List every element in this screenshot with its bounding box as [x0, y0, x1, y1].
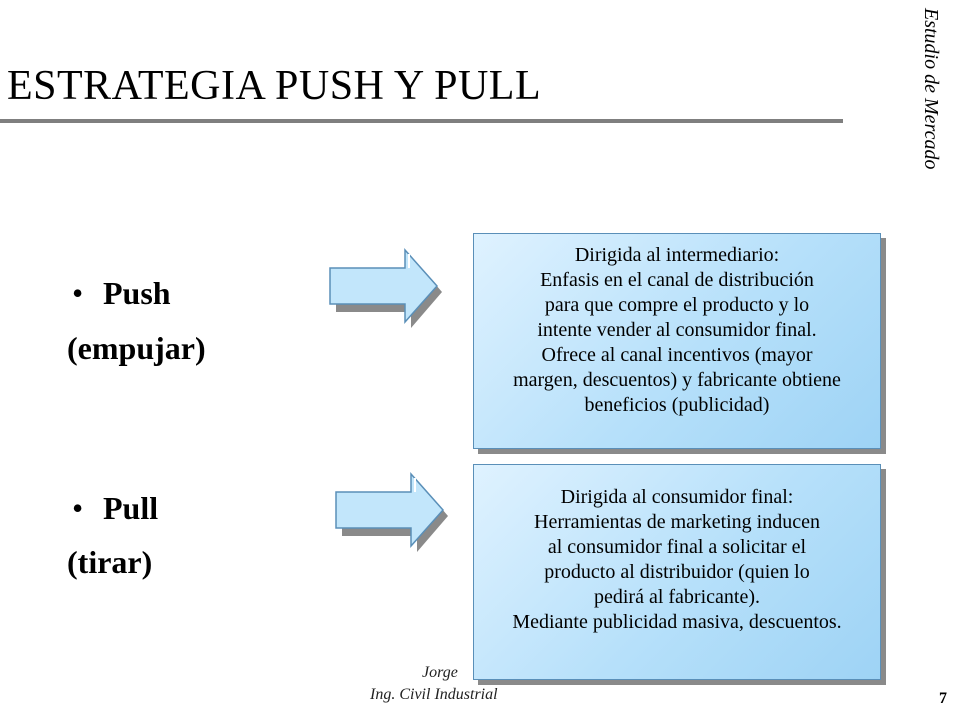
bullet-dot-icon: •: [72, 490, 84, 526]
box-text-line: Dirigida al intermediario:: [574, 244, 780, 266]
right-arrow-icon: [329, 248, 442, 328]
box-text-line: Ofrece al canal incentivos (mayor: [541, 344, 813, 366]
bullet-push-label: Push: [103, 275, 171, 311]
box-text-line: intente vender al consumidor final.: [537, 319, 817, 341]
bullet-push-sublabel: (empujar): [67, 330, 206, 366]
push-description-box: Dirigida al intermediario: Enfasis en el…: [473, 233, 881, 449]
box-text-line: al consumidor final a solicitar el: [547, 536, 807, 558]
title-underline: [0, 119, 843, 123]
pull-description-box: Dirigida al consumidor final: Herramient…: [473, 464, 881, 680]
box-text-line: producto al distribuidor (quien lo: [544, 561, 810, 583]
box-text-line: margen, descuentos) y fabricante obtiene: [513, 369, 841, 391]
footer-author: Jorge Ing. Civil Industrial: [370, 662, 498, 706]
box-text-line: para que compre el producto y lo: [544, 294, 810, 316]
slide-title: ESTRATEGIA PUSH Y PULL: [7, 63, 542, 109]
box-text-line: Mediante publicidad masiva, descuentos.: [512, 611, 842, 633]
bullet-pull-label: Pull: [103, 490, 159, 526]
footer-title: Ing. Civil Industrial: [370, 686, 498, 703]
box-text-line: Dirigida al consumidor final:: [560, 486, 794, 508]
section-label: Estudio de Mercado: [920, 8, 942, 170]
bullet-pull-sublabel: (tirar): [67, 544, 153, 580]
right-arrow-icon: [335, 472, 448, 552]
footer-name: Jorge: [422, 664, 458, 681]
box-text-line: Herramientas de marketing inducen: [534, 511, 820, 533]
bullet-dot-icon: •: [72, 275, 84, 311]
box-text-line: beneficios (publicidad): [584, 394, 770, 416]
box-text-line: Enfasis en el canal de distribución: [540, 269, 814, 291]
page-number: 7: [939, 690, 947, 707]
box-text-line: pedirá al fabricante).: [593, 586, 760, 608]
